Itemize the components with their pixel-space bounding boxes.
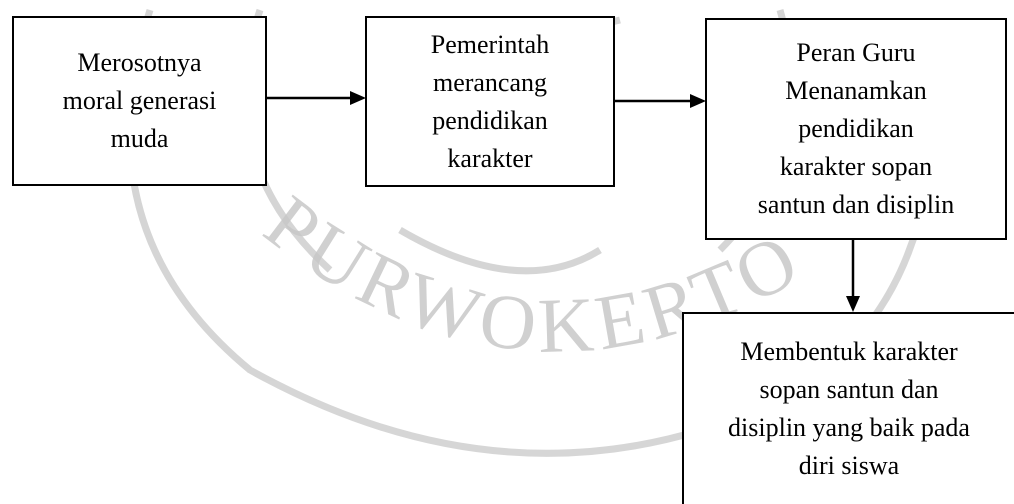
seal-outer-ring [126, 8, 938, 457]
node-government-design-text: Pemerintah merancang pendidikan karakter [430, 29, 550, 173]
node-character-outcome: Membentuk karakter sopan santun dan disi… [682, 312, 1014, 504]
node-teacher-role: Peran Guru Menanamkan pendidikan karakte… [705, 18, 1007, 240]
node-teacher-role-text: Peran Guru Menanamkan pendidikan karakte… [757, 38, 955, 219]
arrow-n3-n4 [846, 240, 860, 312]
node-moral-decline-text: Merosotnya moral generasi muda [62, 48, 217, 153]
node-character-outcome-text: Membentuk karakter sopan santun dan disi… [728, 337, 970, 480]
arrow-n2-n3 [615, 94, 706, 108]
seal-inner-curve [398, 226, 602, 275]
node-government-design: Pemerintah merancang pendidikan karakter [365, 16, 615, 187]
arrow-n1-n2 [267, 91, 366, 105]
node-moral-decline: Merosotnya moral generasi muda [12, 16, 267, 186]
